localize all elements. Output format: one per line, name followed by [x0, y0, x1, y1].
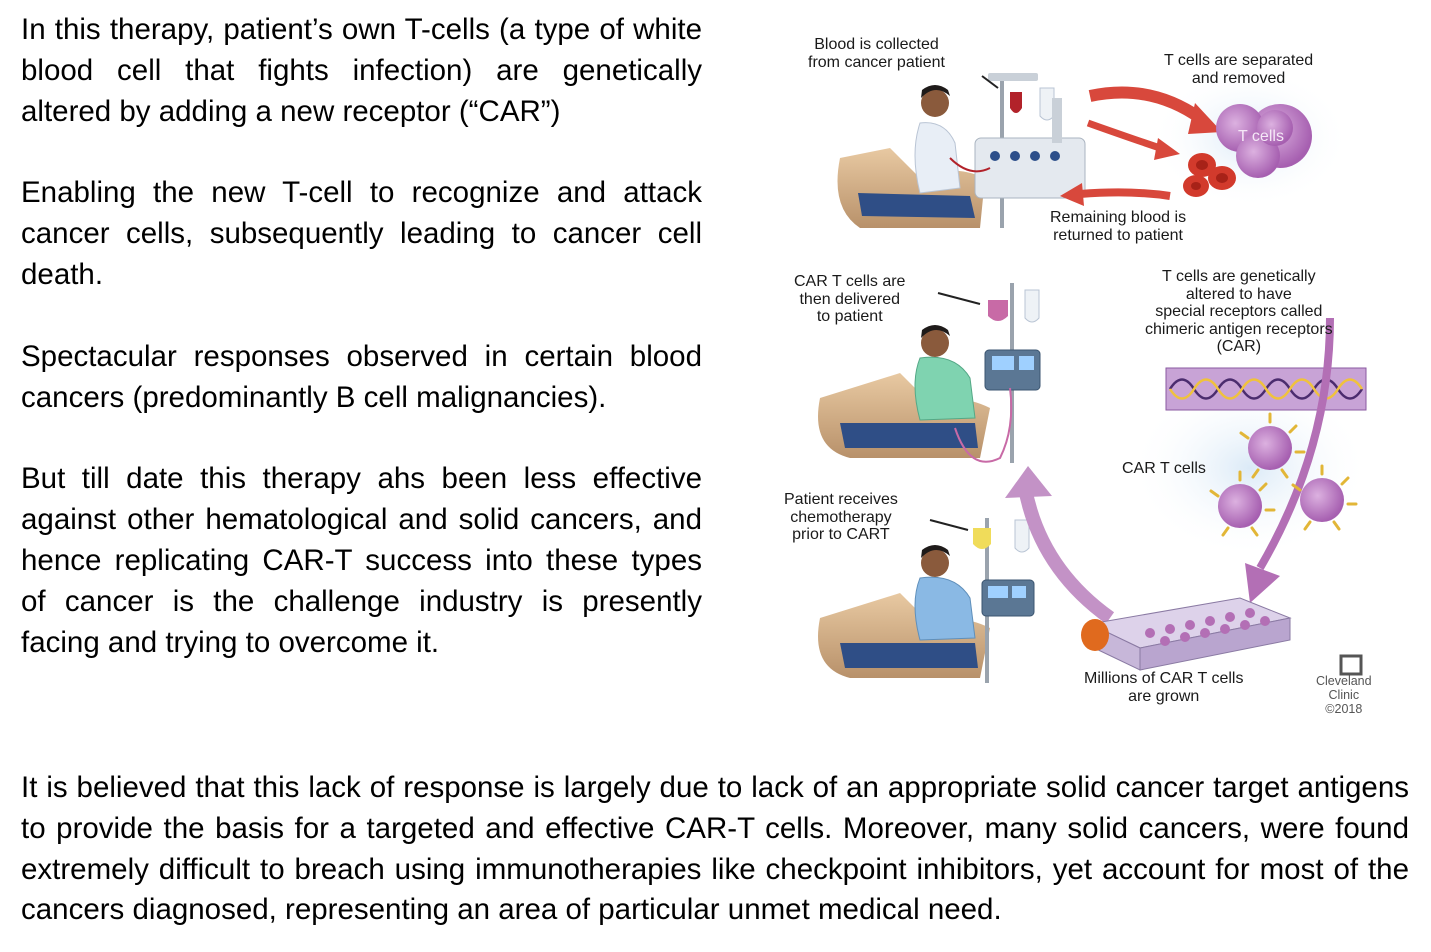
label-t-cells-separated: T cells are separated and removed [1164, 52, 1313, 87]
to-t-cells-arrow [1088, 86, 1204, 123]
left-text-column: In this therapy, patient’s own T-cells (… [21, 10, 702, 663]
paragraph-unmet-need: It is believed that this lack of respons… [21, 771, 1409, 927]
label-blood-collected: Blood is collected from cancer patient [808, 36, 945, 71]
label-altered-line5: (CAR) [1216, 338, 1262, 355]
t-cells-cluster [1216, 104, 1312, 178]
paragraph-therapy-description: In this therapy, patient’s own T-cells (… [21, 13, 702, 128]
label-blood-collected-line2: from cancer patient [808, 53, 945, 71]
label-grown-line2: are grown [1128, 687, 1200, 705]
label-car-delivered-line1: CAR T cells are [794, 273, 906, 290]
car-t-process-illustration: Blood is collected from cancer patient T… [770, 28, 1410, 728]
label-car-t-cells: CAR T cells [1122, 460, 1206, 477]
label-altered-line3: special receptors called [1155, 303, 1323, 320]
label-t-cells: T cells [1238, 128, 1284, 145]
paragraph-mechanism: Enabling the new T-cell to recognize and… [21, 176, 702, 291]
bottom-text-block: It is believed that this lack of respons… [21, 768, 1409, 931]
logo-name-line2: Clinic [1328, 688, 1360, 702]
logo-year: ©2018 [1325, 702, 1363, 716]
label-car-delivered-line2: then delivered [799, 290, 900, 308]
label-chemotherapy: Patient receives chemotherapy prior to C… [784, 491, 898, 544]
leader-line-delivered [937, 292, 981, 305]
label-cells-grown: Millions of CAR T cells are grown [1084, 670, 1243, 705]
label-altered-line4: chimeric antigen receptors [1145, 320, 1333, 338]
apheresis-patient-scene [837, 73, 1086, 228]
paragraph-challenge: But till date this therapy ahs been less… [21, 462, 702, 659]
label-altered-line1: T cells are genetically [1162, 268, 1316, 285]
label-genetically-altered: T cells are genetically altered to have … [1145, 268, 1333, 356]
label-altered-line2: altered to have [1185, 285, 1292, 303]
to-culture-arrow [1256, 317, 1334, 571]
label-t-separated-line1: T cells are separated [1164, 52, 1314, 69]
leader-line-chemo [929, 519, 969, 531]
return-blood-arrowhead [1060, 183, 1084, 206]
label-grown-line1: Millions of CAR T cells [1084, 670, 1244, 687]
label-chemo-line1: Patient receives [784, 491, 898, 508]
culture-flask [1081, 597, 1292, 671]
label-car-t-delivered: CAR T cells are then delivered to patien… [794, 273, 905, 326]
label-chemo-line3: prior to CART [792, 526, 890, 543]
car-t-infusion-patient-scene [818, 283, 1041, 463]
label-blood-collected-line1: Blood is collected [814, 36, 939, 53]
logo-text: Cleveland Clinic ©2018 [1316, 674, 1372, 716]
chemotherapy-patient-scene [818, 518, 1035, 683]
label-chemo-line2: chemotherapy [790, 508, 892, 526]
infuse-arrow [1018, 486, 1115, 624]
to-culture-arrowhead [1245, 563, 1280, 603]
paragraph-responses: Spectacular responses observed in certai… [21, 339, 702, 414]
label-remaining-line2: returned to patient [1053, 226, 1183, 244]
label-remaining-line1: Remaining blood is [1050, 209, 1187, 226]
to-rbc-arrow [1086, 119, 1162, 152]
logo-name-line1: Cleveland [1316, 674, 1372, 688]
illustration-graphics [818, 68, 1370, 683]
red-blood-cells [1183, 153, 1236, 197]
car-t-cells-cluster [1209, 412, 1358, 537]
label-t-separated-line2: and removed [1191, 69, 1286, 87]
leader-line-collected [981, 75, 999, 89]
infuse-arrowhead [1005, 466, 1052, 498]
dna-receptor-band [1165, 367, 1367, 411]
label-car-delivered-line3: to patient [816, 308, 883, 325]
to-t-cells-arrowhead [1188, 103, 1222, 134]
cleveland-clinic-logo [1339, 654, 1363, 676]
to-rbc-arrowhead [1154, 138, 1180, 160]
label-remaining-blood: Remaining blood is returned to patient [1050, 209, 1186, 244]
return-blood-arrow [1079, 188, 1171, 200]
